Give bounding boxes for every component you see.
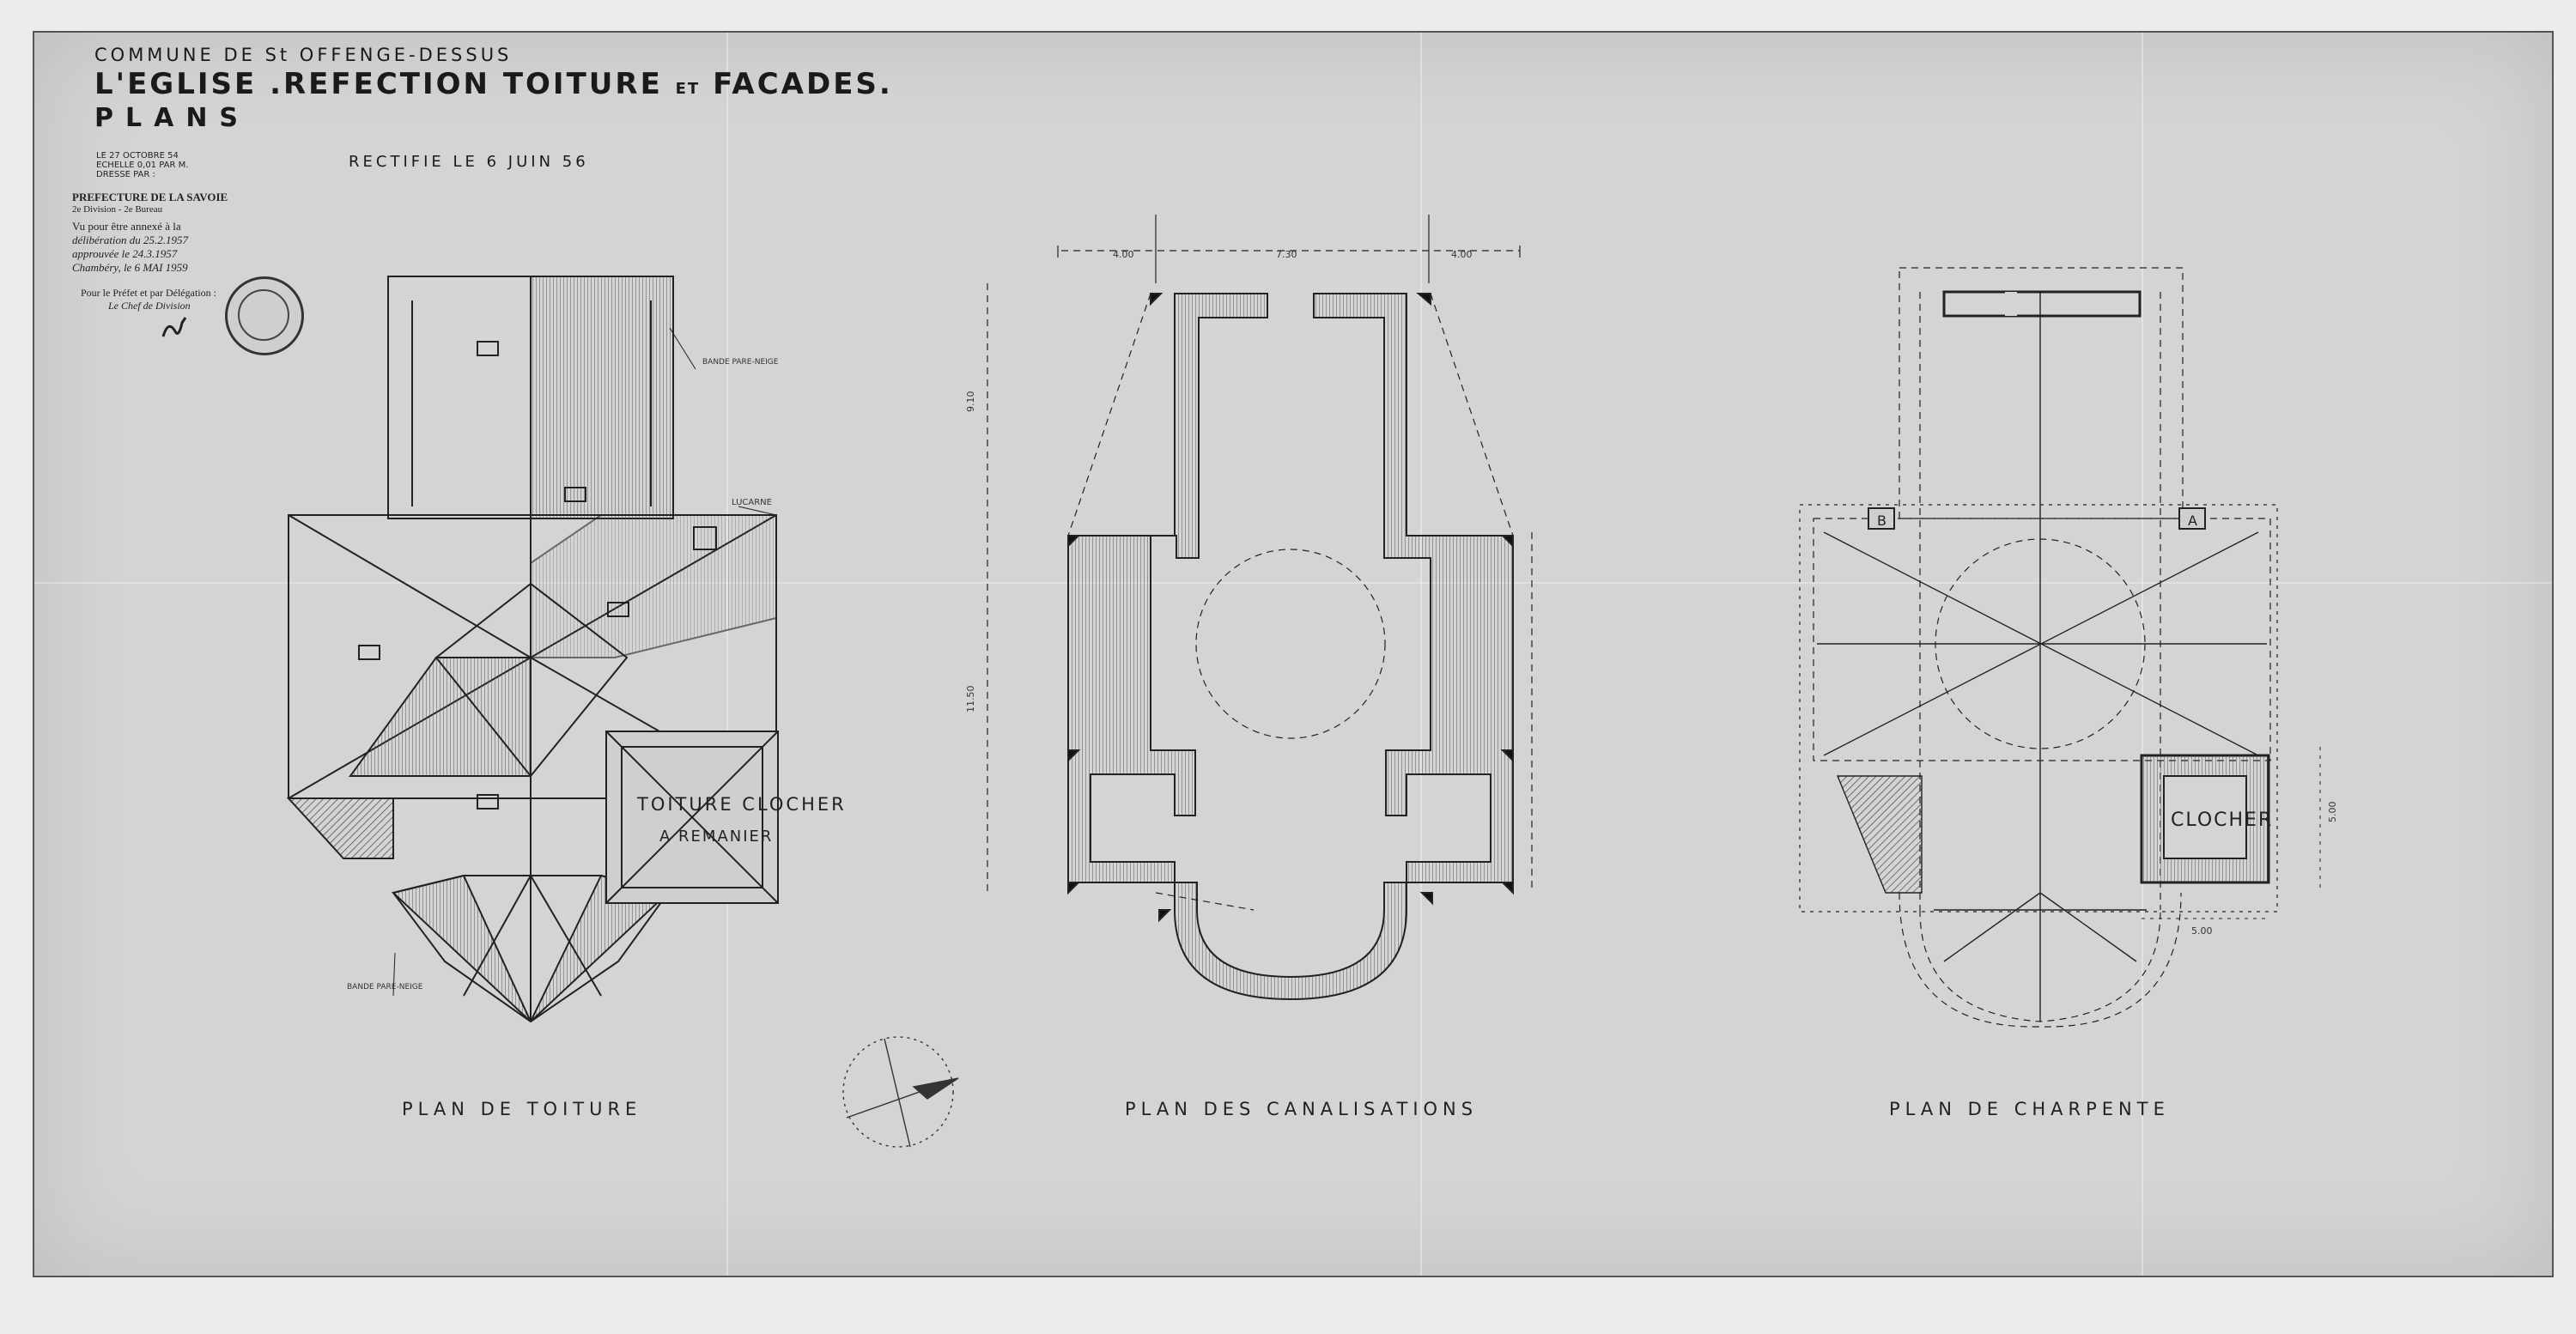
pipes-dim: 7.30: [1276, 249, 1297, 260]
commune-title: COMMUNE DE St OFFENGE-DESSUS: [94, 45, 513, 65]
title-end: FACADES.: [713, 67, 893, 101]
roof-gutter-note-bottom: BANDE PARE-NEIGE: [347, 983, 423, 991]
frame-mark-b: [1868, 507, 1895, 530]
prefecture-name: PREFECTURE DE LA SAVOIE: [72, 191, 228, 203]
division-name: 2e Division - 2e Bureau: [72, 204, 163, 215]
frame-plan: [1799, 267, 2321, 1028]
date-line: LE 27 OCTOBRE 54: [96, 151, 179, 161]
rectified-date: RECTIFIE LE 6 JUIN 56: [349, 153, 589, 171]
roof-crossing: [434, 582, 629, 778]
drafter-line: DRESSE PAR :: [96, 170, 155, 179]
scale-line: ECHELLE 0,01 PAR M.: [96, 161, 189, 170]
frame-mark-b-label: B: [1877, 512, 1886, 529]
fold-line: [726, 33, 728, 1276]
frame-dim-side: 5.00: [2327, 802, 2338, 823]
chief-division: Le Chef de Division: [108, 300, 191, 312]
pipes-plan: [987, 215, 1533, 1001]
pipes-dim: 4.00: [1451, 249, 1473, 260]
dates-note: LE 27 OCTOBRE 54 ECHELLE 0,01 PAR M. DRE…: [96, 151, 188, 179]
fold-line: [1420, 33, 1422, 1276]
roof-apse: [392, 875, 670, 1023]
pipes-plan-label: PLAN DES CANALISATIONS: [1125, 1099, 1479, 1119]
roof-dormer-note: LUCARNE: [732, 498, 772, 507]
approval-stamp: PREFECTURE DE LA SAVOIE 2e Division - 2e…: [72, 191, 228, 312]
roof-vent: [477, 341, 499, 356]
approval-date: approuvée le 24.3.1957: [72, 247, 178, 260]
pipes-dim: 11.50: [965, 686, 976, 713]
drawing-subtitle: PLANS: [94, 103, 251, 133]
roof-nave-shaded: [530, 276, 674, 519]
roof-shaded-sw: [349, 657, 532, 777]
roof-gutter-note: BANDE PARE-NEIGE: [702, 358, 779, 367]
frame-mark-a-label: A: [2188, 512, 2197, 529]
roof-bell-note-2: A REMANIER: [659, 828, 773, 846]
roof-shaded-ne: [530, 514, 777, 658]
frame-plan-label: PLAN DE CHARPENTE: [1889, 1099, 2170, 1119]
annexed-note: Vu pour être annexé à la: [72, 220, 181, 233]
deliberation-date: délibération du 25.2.1957: [72, 233, 189, 246]
title-conj: ET: [675, 80, 701, 98]
title-main: L'EGLISE .REFECTION TOITURE: [94, 67, 663, 101]
pipes-wall-right: [1313, 293, 1514, 883]
frame-dim-bottom: 5.00: [2191, 925, 2213, 937]
roof-dormer: [693, 526, 717, 550]
title-block: COMMUNE DE St OFFENGE-DESSUS L'EGLISE .R…: [94, 45, 893, 171]
fold-line: [34, 582, 2552, 584]
signature-mark: [161, 317, 187, 337]
roof-plan: [286, 276, 779, 1023]
place-date: Chambéry, le 6 MAI 1959: [72, 261, 188, 274]
pipes-wall-left: [1067, 293, 1268, 883]
frame-top-beam: [1942, 290, 2142, 318]
drawing-title: L'EGLISE .REFECTION TOITURE ET FACADES.: [94, 67, 893, 101]
pipes-dim: 9.10: [965, 391, 976, 413]
roof-plan-label: PLAN DE TOITURE: [402, 1099, 642, 1119]
pipes-dim: 4.00: [1113, 249, 1134, 260]
roof-shaded-corner: [286, 797, 394, 859]
prefecture-seal: [225, 276, 304, 355]
for-prefect: Pour le Préfet et par Délégation :: [81, 287, 216, 299]
north-compass-icon: [842, 1036, 959, 1148]
pipes-apse-wall: [1174, 882, 1407, 1001]
fold-line: [2142, 33, 2143, 1276]
frame-mark-a: [2178, 507, 2206, 530]
roof-bell-note: TOITURE CLOCHER: [636, 794, 847, 815]
frame-bell-label: CLOCHER: [2171, 809, 2273, 831]
frame-shaded-corner: [1836, 775, 1923, 894]
drawing-sheet: [33, 31, 2554, 1277]
